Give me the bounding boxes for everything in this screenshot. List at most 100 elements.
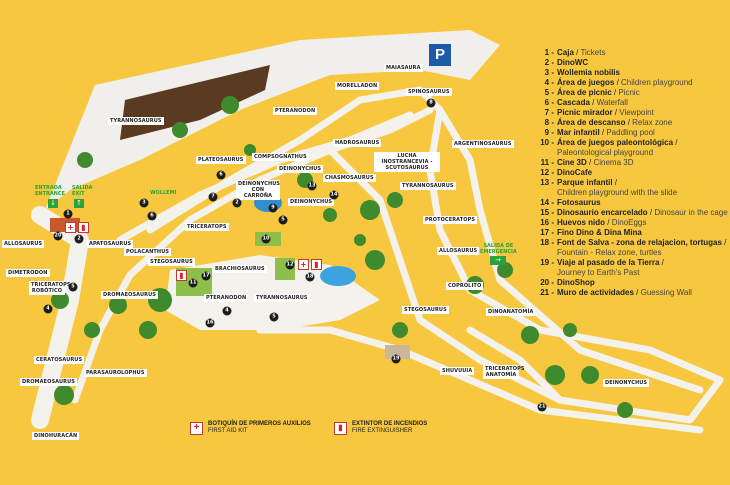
legend-name-en: Picnic — [618, 88, 640, 97]
legend-item: 5 -Área de picnic / Picnic — [534, 88, 728, 98]
map-label-deinonychus[interactable]: DEINONYCHUS — [603, 379, 650, 387]
legend-name-es: DinoWC — [557, 58, 589, 67]
legend-name-es: Caja — [557, 48, 574, 57]
key-extinguisher-en: FIRE EXTINGUISHER — [352, 428, 413, 434]
map-label-plateosaurus[interactable]: PLATEOSAURUS — [196, 156, 246, 164]
walkway — [71, 106, 434, 404]
map-label-allosaurus[interactable]: ALLOSAURUS — [437, 247, 480, 255]
map-label-triceratops-anatomia[interactable]: TRICERATOPS ANATOMÍA — [483, 365, 525, 379]
map-marker-7[interactable]: 7 — [208, 192, 218, 202]
map-marker-4[interactable]: 4 — [43, 304, 53, 314]
legend-name-en: Children playground — [621, 78, 693, 87]
map-label-deinonychus[interactable]: DEINONYCHUS — [277, 165, 324, 173]
map-label-shuvuuia[interactable]: SHUVUUIA — [440, 367, 475, 375]
map-label-tyrannosaurus[interactable]: TYRANNOSAURUS — [254, 294, 310, 302]
map-label-dromaeosaurus[interactable]: DROMAEOSAURUS — [101, 291, 158, 299]
legend-name-en: DinoEggs — [611, 218, 647, 227]
map-marker-9[interactable]: 9 — [268, 203, 278, 213]
map-label-deinonychus[interactable]: DEINONYCHUS — [288, 198, 335, 206]
map-marker-21[interactable]: 21 — [537, 402, 547, 412]
legend-name-es: Fotosaurus — [557, 198, 601, 207]
map-label-dimetrodon[interactable]: DIMETRODON — [6, 269, 50, 277]
map-marker-14[interactable]: 14 — [329, 190, 339, 200]
map-label-chasmosaurus[interactable]: CHASMOSAURUS — [323, 174, 376, 182]
trees — [51, 96, 633, 418]
map-label-protoceratops[interactable]: PROTOCERATOPS — [423, 216, 478, 224]
map-label-stegosaurus[interactable]: STEGOSAURUS — [148, 258, 195, 266]
map-label-spinosaurus[interactable]: SPINOSAURUS — [406, 88, 452, 96]
map-label-tyrannosaurus[interactable]: TYRANNOSAURUS — [400, 182, 456, 190]
map-marker-2[interactable]: 2 — [232, 198, 242, 208]
map-label-lucha-inostrancevia-scutosaurus[interactable]: LUCHA INOSTRANCEVIA - SCUTOSAURUS — [374, 152, 440, 172]
exit-es: SALIDA — [72, 185, 93, 191]
map-label-ceratosaurus[interactable]: CERATOSAURUS — [34, 356, 85, 364]
first-aid-cross-icon: + — [190, 421, 203, 435]
map-label-hadrosaurus[interactable]: HADROSAURUS — [333, 139, 382, 147]
legend-number: 18 - — [540, 238, 554, 247]
map-marker-2[interactable]: 2 — [74, 234, 84, 244]
map-marker-6[interactable]: 6 — [147, 211, 157, 221]
map-label-parasaurolophus[interactable]: PARASAUROLOPHUS — [84, 369, 147, 377]
map-label-pteranodon[interactable]: PTERANODON — [204, 294, 249, 302]
legend-name-es: Área de descanso — [557, 118, 626, 127]
legend-name-en: Guessing Wall — [640, 288, 692, 297]
legend-number: 21 - — [540, 288, 554, 297]
legend-name-es: Fino Dino & Dina Mina — [557, 228, 642, 237]
map-label-allosaurus[interactable]: ALLOSAURUS — [2, 240, 45, 248]
map-label-deinonychus-con-carrona[interactable]: DEINONYCHUS CON CARROÑA — [236, 180, 281, 200]
map-marker-18[interactable]: 18 — [305, 272, 315, 282]
map-marker-11[interactable]: 11 — [188, 278, 198, 288]
map-label-wollemi: WOLLEMI — [150, 190, 177, 196]
map-label-compsognathus[interactable]: COMPSOGNATHUS — [252, 153, 309, 161]
legend-name-es: DinoCafe — [557, 168, 593, 177]
map-label-maiasaura[interactable]: MAIASAURA — [384, 64, 423, 72]
map-label-coprolito[interactable]: COPROLITO — [446, 282, 484, 290]
map-marker-5[interactable]: 5 — [278, 215, 288, 225]
first-aid-cross-icon: + — [65, 222, 76, 233]
legend-item-continuation: Paleontological playground — [534, 148, 728, 158]
map-label-triceratops-robotico[interactable]: TRICERATOPS ROBÓTICO — [29, 281, 71, 295]
walkway — [466, 326, 564, 404]
map-label-triceratops[interactable]: TRICERATOPS — [185, 223, 229, 231]
map-label-tyrannosaurus[interactable]: TYRANNOSAURUS — [108, 117, 164, 125]
map-label-pteranodon[interactable]: PTERANODON — [273, 107, 318, 115]
map-marker-5[interactable]: 5 — [269, 312, 279, 322]
legend-item: 17 -Fino Dino & Dina Mina — [534, 228, 728, 238]
map-marker-10[interactable]: 10 — [261, 234, 271, 244]
map-marker-13[interactable]: 13 — [307, 181, 317, 191]
map-label-polacanthus[interactable]: POLACANTHUS — [124, 248, 172, 256]
map-marker-19[interactable]: 19 — [391, 354, 401, 364]
map-label-stegosaurus[interactable]: STEGOSAURUS — [402, 306, 449, 314]
map-label-dinohuracan[interactable]: DINOHURACÁN — [32, 432, 80, 440]
walkway — [326, 106, 724, 424]
map-label-apatosaurus[interactable]: APATOSAURUS — [87, 240, 134, 248]
legend-name-es: Font de Salva - zona de relajacion, tort… — [557, 238, 722, 247]
map-marker-16[interactable]: 16 — [205, 318, 215, 328]
map-marker-12[interactable]: 12 — [285, 260, 295, 270]
map-marker-20[interactable]: 20 — [53, 231, 63, 241]
map-marker-6[interactable]: 6 — [216, 170, 226, 180]
map-marker-5[interactable]: 5 — [68, 282, 78, 292]
walkway — [256, 326, 704, 434]
map-marker-17[interactable]: 17 — [201, 271, 211, 281]
legend-item: 2 -DinoWC — [534, 58, 728, 68]
legend-item: 8 -Área de descanso / Relax zone — [534, 118, 728, 128]
legend-name-en: Fountain - Relax zone, turtles — [557, 248, 662, 257]
map-label-brachiosaurus[interactable]: BRACHIOSAURUS — [213, 265, 267, 273]
map-label-dinoanatomia[interactable]: DINOANATOMÍA — [486, 308, 536, 316]
legend-number: 10 - — [540, 138, 554, 147]
map-label-dromaeosaurus[interactable]: DROMAEOSAURUS — [20, 378, 77, 386]
map-label-argentinosaurus[interactable]: ARGENTINOSAURUS — [452, 140, 514, 148]
walkway — [436, 106, 704, 394]
legend-name-es: Área de picnic — [557, 88, 612, 97]
map-marker-8[interactable]: 8 — [426, 98, 436, 108]
map-marker-1[interactable]: 1 — [63, 209, 73, 219]
legend-number: 14 - — [540, 198, 554, 207]
map-marker-3[interactable]: 3 — [139, 198, 149, 208]
map-label-morelladon[interactable]: MORELLADON — [335, 82, 380, 90]
legend-item: 10 -Área de juegos paleontológica / — [534, 138, 728, 148]
map-marker-4[interactable]: 4 — [222, 306, 232, 316]
